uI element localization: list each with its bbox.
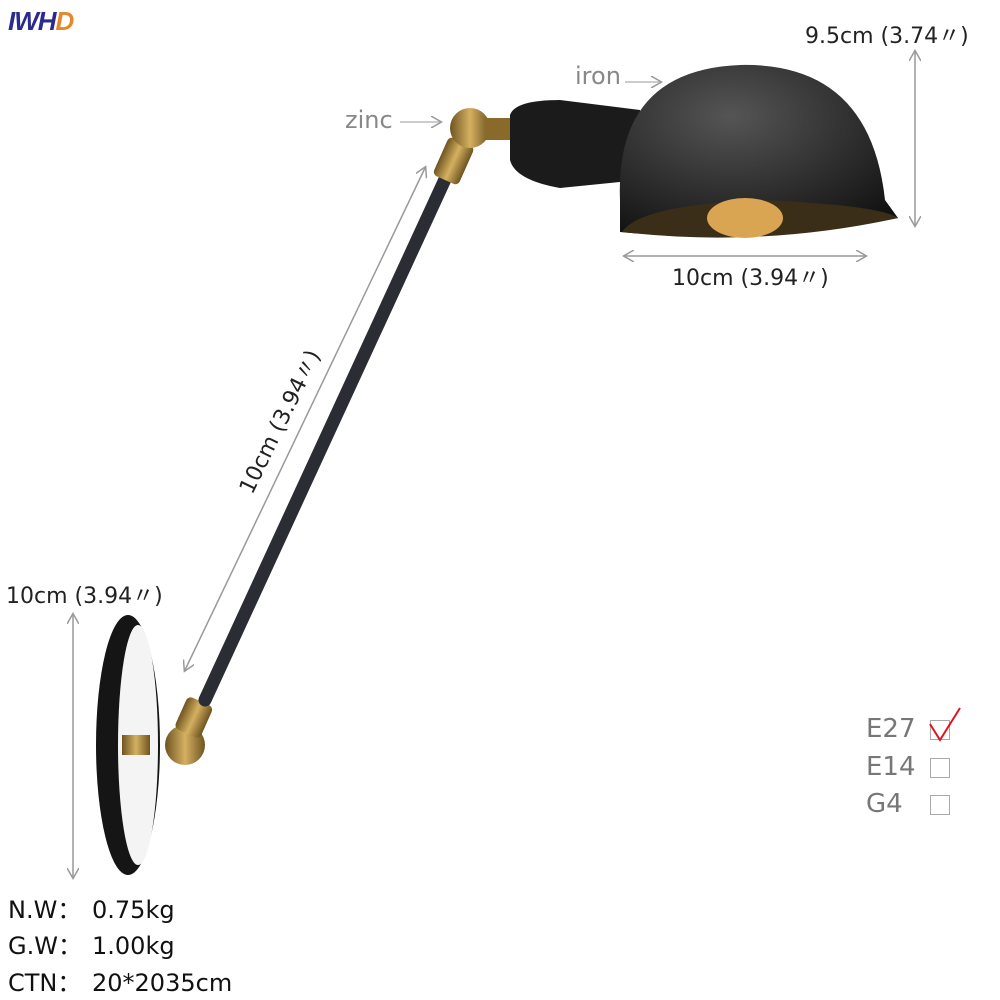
upper-joint [450,108,490,148]
socket-option-e14: E14 [866,752,950,782]
material-iron-label: iron [575,62,621,90]
shade-height-label: 9.5cm (3.74〃) [805,24,969,49]
lamp-shade [619,64,898,237]
spec-net-weight: N.W：0.75kg [8,896,175,924]
spec-gross-weight: G.W：1.00kg [8,932,175,960]
lamp-arm [198,168,454,707]
shade-width-label: 10cm (3.94〃) [672,266,829,291]
light-bulb [707,198,783,238]
socket-option-e27: E27 [866,707,961,744]
checkbox-unchecked [930,795,950,815]
material-zinc-label: zinc [345,106,393,134]
shade-neck [510,100,640,188]
checkmark-icon [929,707,961,742]
checkbox-unchecked [930,758,950,778]
base-diameter-label: 10cm (3.94〃) [6,584,163,609]
spec-carton: CTN：20*2035cm [8,969,233,997]
brand-logo: IWHD [8,6,74,36]
socket-option-g4: G4 [866,789,950,819]
arm-length-dimension-line [185,168,425,670]
